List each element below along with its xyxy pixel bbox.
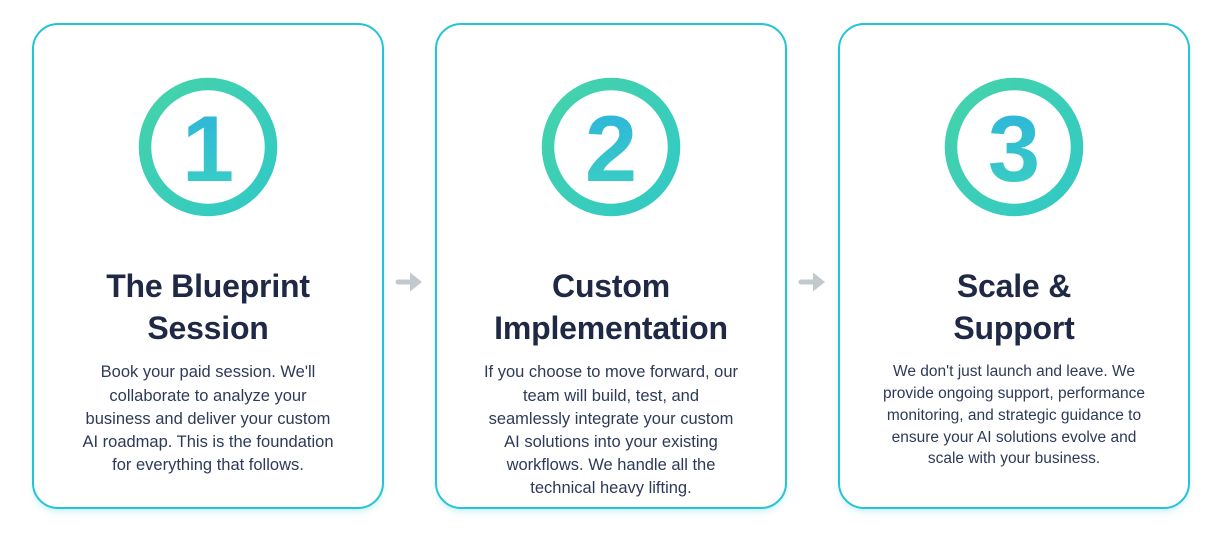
step-2-number-badge: 2: [541, 77, 681, 217]
step-3-number-badge: 3: [944, 77, 1084, 217]
step-number-ring-icon: [138, 77, 278, 217]
step-card-1: 1 The Blueprint Session Book your paid s…: [32, 23, 384, 509]
step-1-number-badge: 1: [138, 77, 278, 217]
right-arrow-icon: [395, 272, 422, 291]
step-connector-2: [787, 23, 838, 540]
step-connector-1: [384, 23, 435, 540]
step-description: Book your paid session. We'll collaborat…: [82, 363, 334, 474]
step-number-ring-icon: [944, 77, 1084, 217]
right-arrow-icon: [798, 272, 825, 291]
step-card-2: 2 Custom Implementation If you choose to…: [435, 23, 787, 509]
step-title: Scale & Support: [953, 268, 1075, 347]
step-number-ring-icon: [541, 77, 681, 217]
step-description: If you choose to move forward, our team …: [483, 363, 739, 497]
step-description: We don't just launch and leave. We provi…: [883, 363, 1145, 468]
step-number: 1: [182, 96, 234, 201]
step-number: 3: [988, 96, 1040, 201]
step-title: The Blueprint Session: [106, 268, 310, 347]
step-number: 2: [585, 96, 637, 201]
step-card-3: 3 Scale & Support We don't just launch a…: [838, 23, 1190, 509]
step-title: Custom Implementation: [494, 268, 728, 347]
